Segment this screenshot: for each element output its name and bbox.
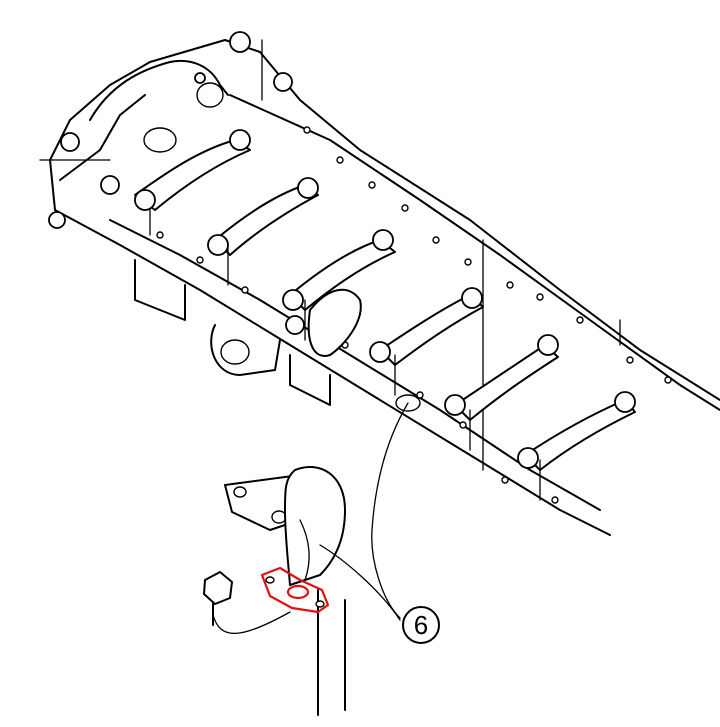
bearing-caps xyxy=(134,139,636,501)
callout-circle xyxy=(402,606,440,644)
gasket xyxy=(260,566,330,614)
flange-bolt xyxy=(203,571,291,634)
cap-bolts xyxy=(48,31,636,469)
mounting-lugs xyxy=(134,259,331,406)
callout-6: 6 xyxy=(402,606,440,644)
crankcase-frame xyxy=(39,39,720,536)
oil-strainer-tube xyxy=(224,465,346,716)
front-housing xyxy=(89,60,229,153)
callout-leaders xyxy=(319,402,409,621)
frame-holes xyxy=(156,126,672,504)
callout-label: 6 xyxy=(414,610,428,640)
